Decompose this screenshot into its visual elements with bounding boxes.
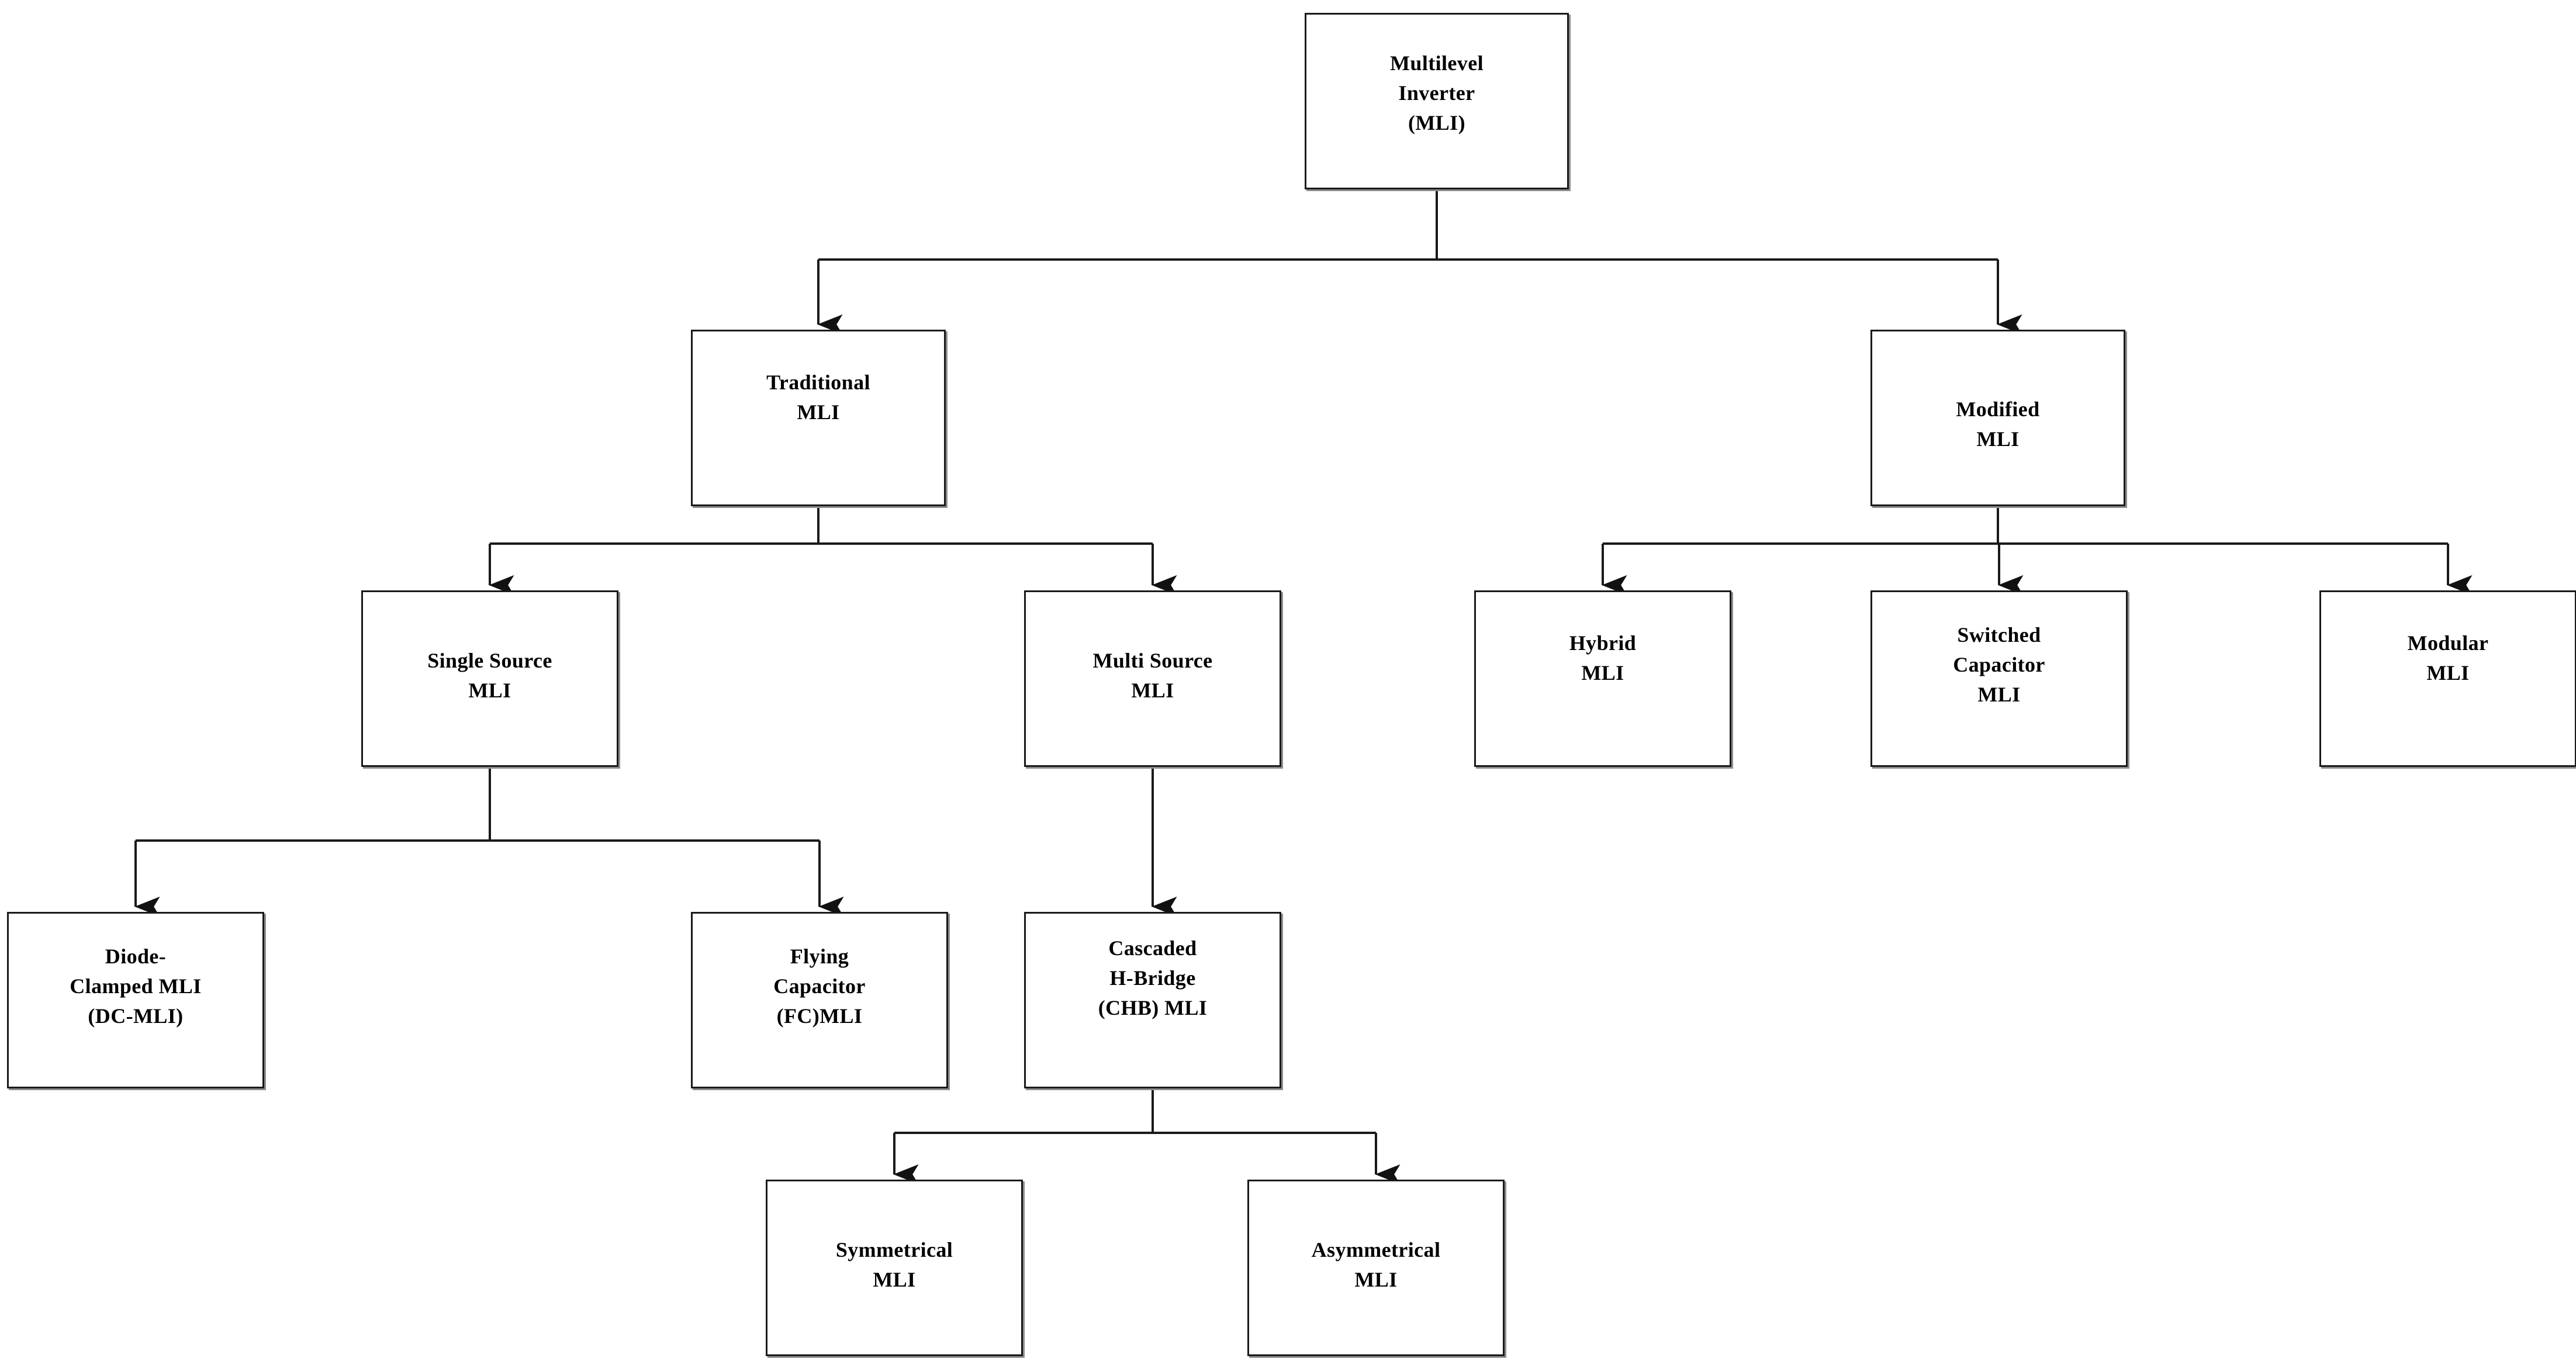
node-flying-capacitor[interactable]: Flying Capacitor (FC)MLI bbox=[691, 912, 948, 1088]
node-cascaded-h-bridge[interactable]: Cascaded H-Bridge (CHB) MLI bbox=[1024, 912, 1281, 1088]
node-modular[interactable]: Modular MLI bbox=[2319, 590, 2576, 767]
node-label-diode-clamped: Diode- Clamped MLI (DC-MLI) bbox=[70, 945, 202, 1028]
node-label-multi-source: Multi Source MLI bbox=[1092, 649, 1213, 703]
node-label-modified: Modified MLI bbox=[1956, 397, 2040, 451]
node-label-mli: Multilevel Inverter (MLI) bbox=[1390, 51, 1484, 135]
node-label-traditional: Traditional MLI bbox=[766, 371, 870, 424]
node-label-cascaded-h-bridge: Cascaded H-Bridge (CHB) MLI bbox=[1098, 936, 1208, 1020]
node-switched-capacitor[interactable]: Switched Capacitor MLI bbox=[1870, 590, 2128, 767]
node-asymmetrical[interactable]: Asymmetrical MLI bbox=[1247, 1180, 1505, 1356]
node-label-switched-capacitor: Switched Capacitor MLI bbox=[1953, 623, 2045, 707]
node-traditional[interactable]: Traditional MLI bbox=[691, 330, 946, 506]
node-multi-source[interactable]: Multi Source MLI bbox=[1024, 590, 1281, 767]
node-label-hybrid: Hybrid MLI bbox=[1569, 631, 1637, 685]
node-label-symmetrical: Symmetrical MLI bbox=[835, 1238, 953, 1292]
node-mli[interactable]: Multilevel Inverter (MLI) bbox=[1305, 13, 1569, 189]
node-single-source[interactable]: Single Source MLI bbox=[361, 590, 618, 767]
node-symmetrical[interactable]: Symmetrical MLI bbox=[766, 1180, 1023, 1356]
node-hybrid[interactable]: Hybrid MLI bbox=[1474, 590, 1731, 767]
node-label-asymmetrical: Asymmetrical MLI bbox=[1311, 1238, 1441, 1292]
node-diode-clamped[interactable]: Diode- Clamped MLI (DC-MLI) bbox=[7, 912, 264, 1088]
node-label-single-source: Single Source MLI bbox=[427, 649, 552, 703]
node-modified[interactable]: Modified MLI bbox=[1870, 330, 2125, 506]
node-label-flying-capacitor: Flying Capacitor (FC)MLI bbox=[773, 945, 866, 1028]
node-label-modular: Modular MLI bbox=[2407, 631, 2489, 685]
